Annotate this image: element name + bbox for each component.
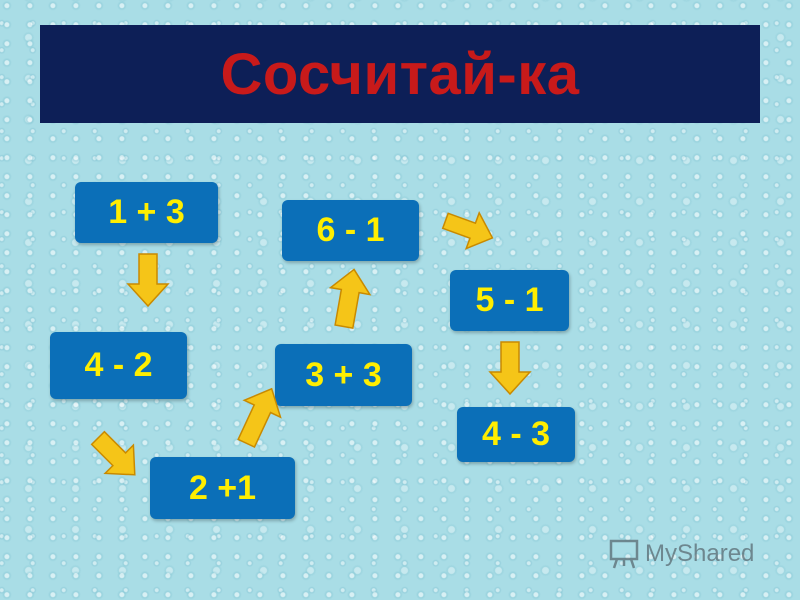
watermark-logo: MyShared [608,538,754,570]
arrow-up-icon [328,268,372,329]
expression-box-5: 6 - 1 [282,200,419,261]
expression-box-6: 5 - 1 [450,270,569,331]
expression-box-1: 1 + 3 [75,182,218,243]
presentation-board-icon [609,539,639,569]
arrow-down-icon [488,341,532,396]
arrow-down-icon [126,253,170,308]
arrow-right-icon [441,211,494,250]
title-banner: Сосчитай-ка [40,25,760,123]
expression-box-4: 3 + 3 [275,344,412,406]
arrow-diagonal-up-right-icon [237,387,282,448]
expression-box-7: 4 - 3 [457,407,575,462]
expression-box-2: 4 - 2 [50,332,187,399]
expression-box-3: 2 +1 [150,457,295,519]
watermark-text: MyShared [645,540,755,567]
page-title: Сосчитай-ка [220,41,580,107]
arrow-diagonal-down-right-icon [90,430,136,476]
